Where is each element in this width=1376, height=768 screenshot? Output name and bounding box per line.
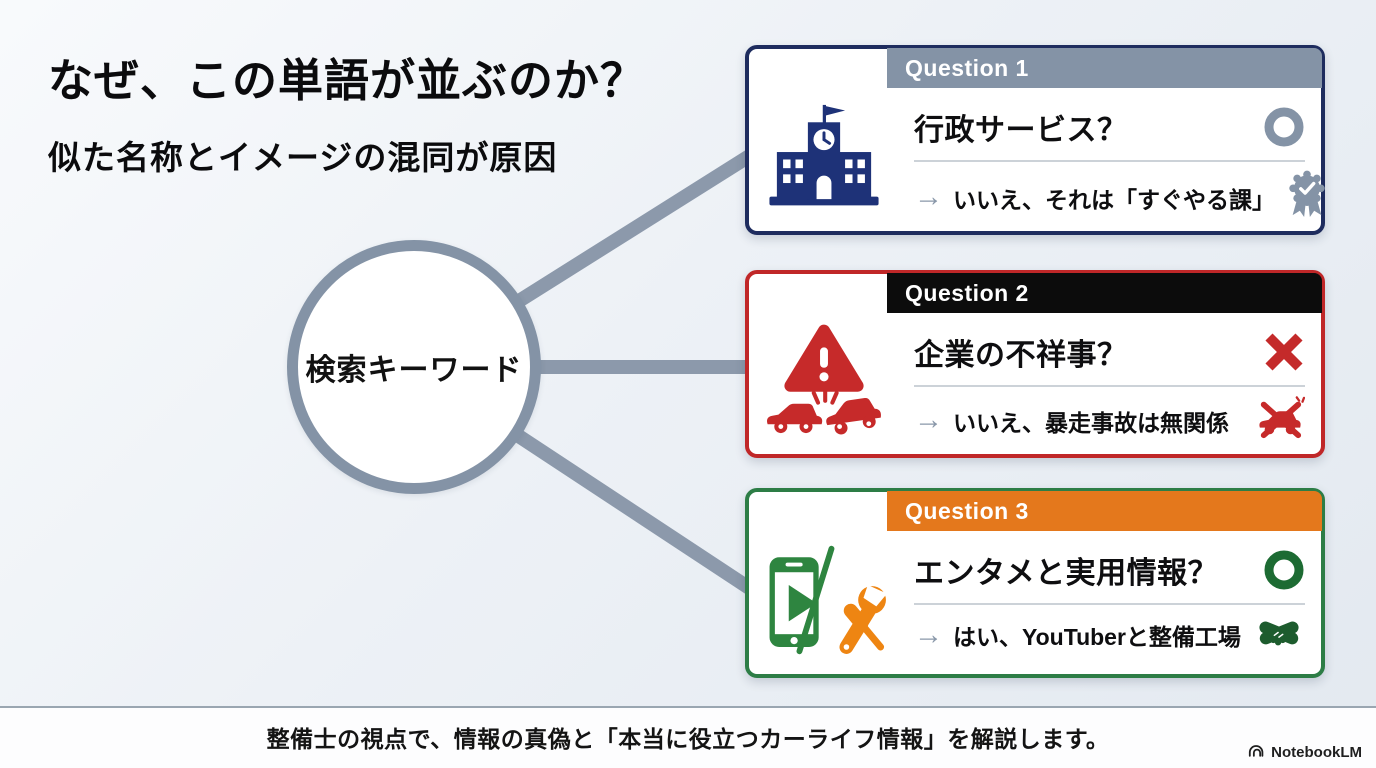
answer-1-text: いいえ、それは「すぐやる課」 [953,186,1275,213]
ribbon-badge-icon [1285,170,1329,225]
page-title: なぜ、この単語が並ぶのか？ [48,55,647,106]
page-subtitle: 似た名称とイメージの混同が原因 [48,139,558,176]
question-2-badge-label: Question 2 [905,279,1029,306]
question-3-text: エンタメと実用情報？ [914,557,1219,590]
divider [914,603,1305,605]
footer-bar: 整備士の視点で、情報の真偽と「本当に役立つカーライフ情報」を解説します。 Not… [0,706,1376,768]
footer-caption: 整備士の視点で、情報の真偽と「本当に役立つカーライフ情報」を解説します。 [266,726,1110,752]
school-icon [761,91,887,223]
title-block: なぜ、この単語が並ぶのか？ 似た名称とイメージの混同が原因 [48,44,646,179]
circle-mark-icon [1263,549,1305,591]
answer-2-text: いいえ、暴走事故は無関係 [953,409,1229,436]
arrow-right-icon: → [914,618,943,651]
notebooklm-brand: NotebookLM [1248,743,1362,762]
search-keyword-hub: 検索キーワード [287,240,541,494]
smartphone-and-tools-icon [761,534,887,666]
arrow-right-icon: → [914,181,943,213]
question-3-badge-label: Question 3 [905,497,1029,524]
warning-car-crash-icon [761,316,887,446]
question-3-badge: Question 3 [887,491,1322,531]
arrow-right-icon: → [914,404,943,436]
question-2-text: 企業の不祥事？ [914,339,1128,372]
question-card-1: Question 1 [745,45,1325,235]
notebooklm-label: NotebookLM [1271,744,1362,761]
question-2-badge: Question 2 [887,273,1322,313]
question-card-3: Question 3 エンタメと実用情報？ [745,488,1325,678]
question-card-2: Question 2 企業の不祥事？ [745,270,1325,458]
divider [914,160,1305,162]
cross-mark-icon [1263,331,1305,373]
handshake-icon [1253,613,1305,657]
hub-label: 検索キーワード [305,354,523,387]
crossed-out-car-icon [1255,395,1306,446]
answer-3-text: はい、YouTuberと整備工場 [953,624,1241,650]
question-1-text: 行政サービス？ [914,114,1128,147]
notebooklm-logo-icon [1248,743,1266,762]
circle-mark-icon [1263,106,1305,148]
question-1-badge-label: Question 1 [905,54,1029,81]
question-1-badge: Question 1 [887,48,1322,88]
divider [914,385,1305,387]
